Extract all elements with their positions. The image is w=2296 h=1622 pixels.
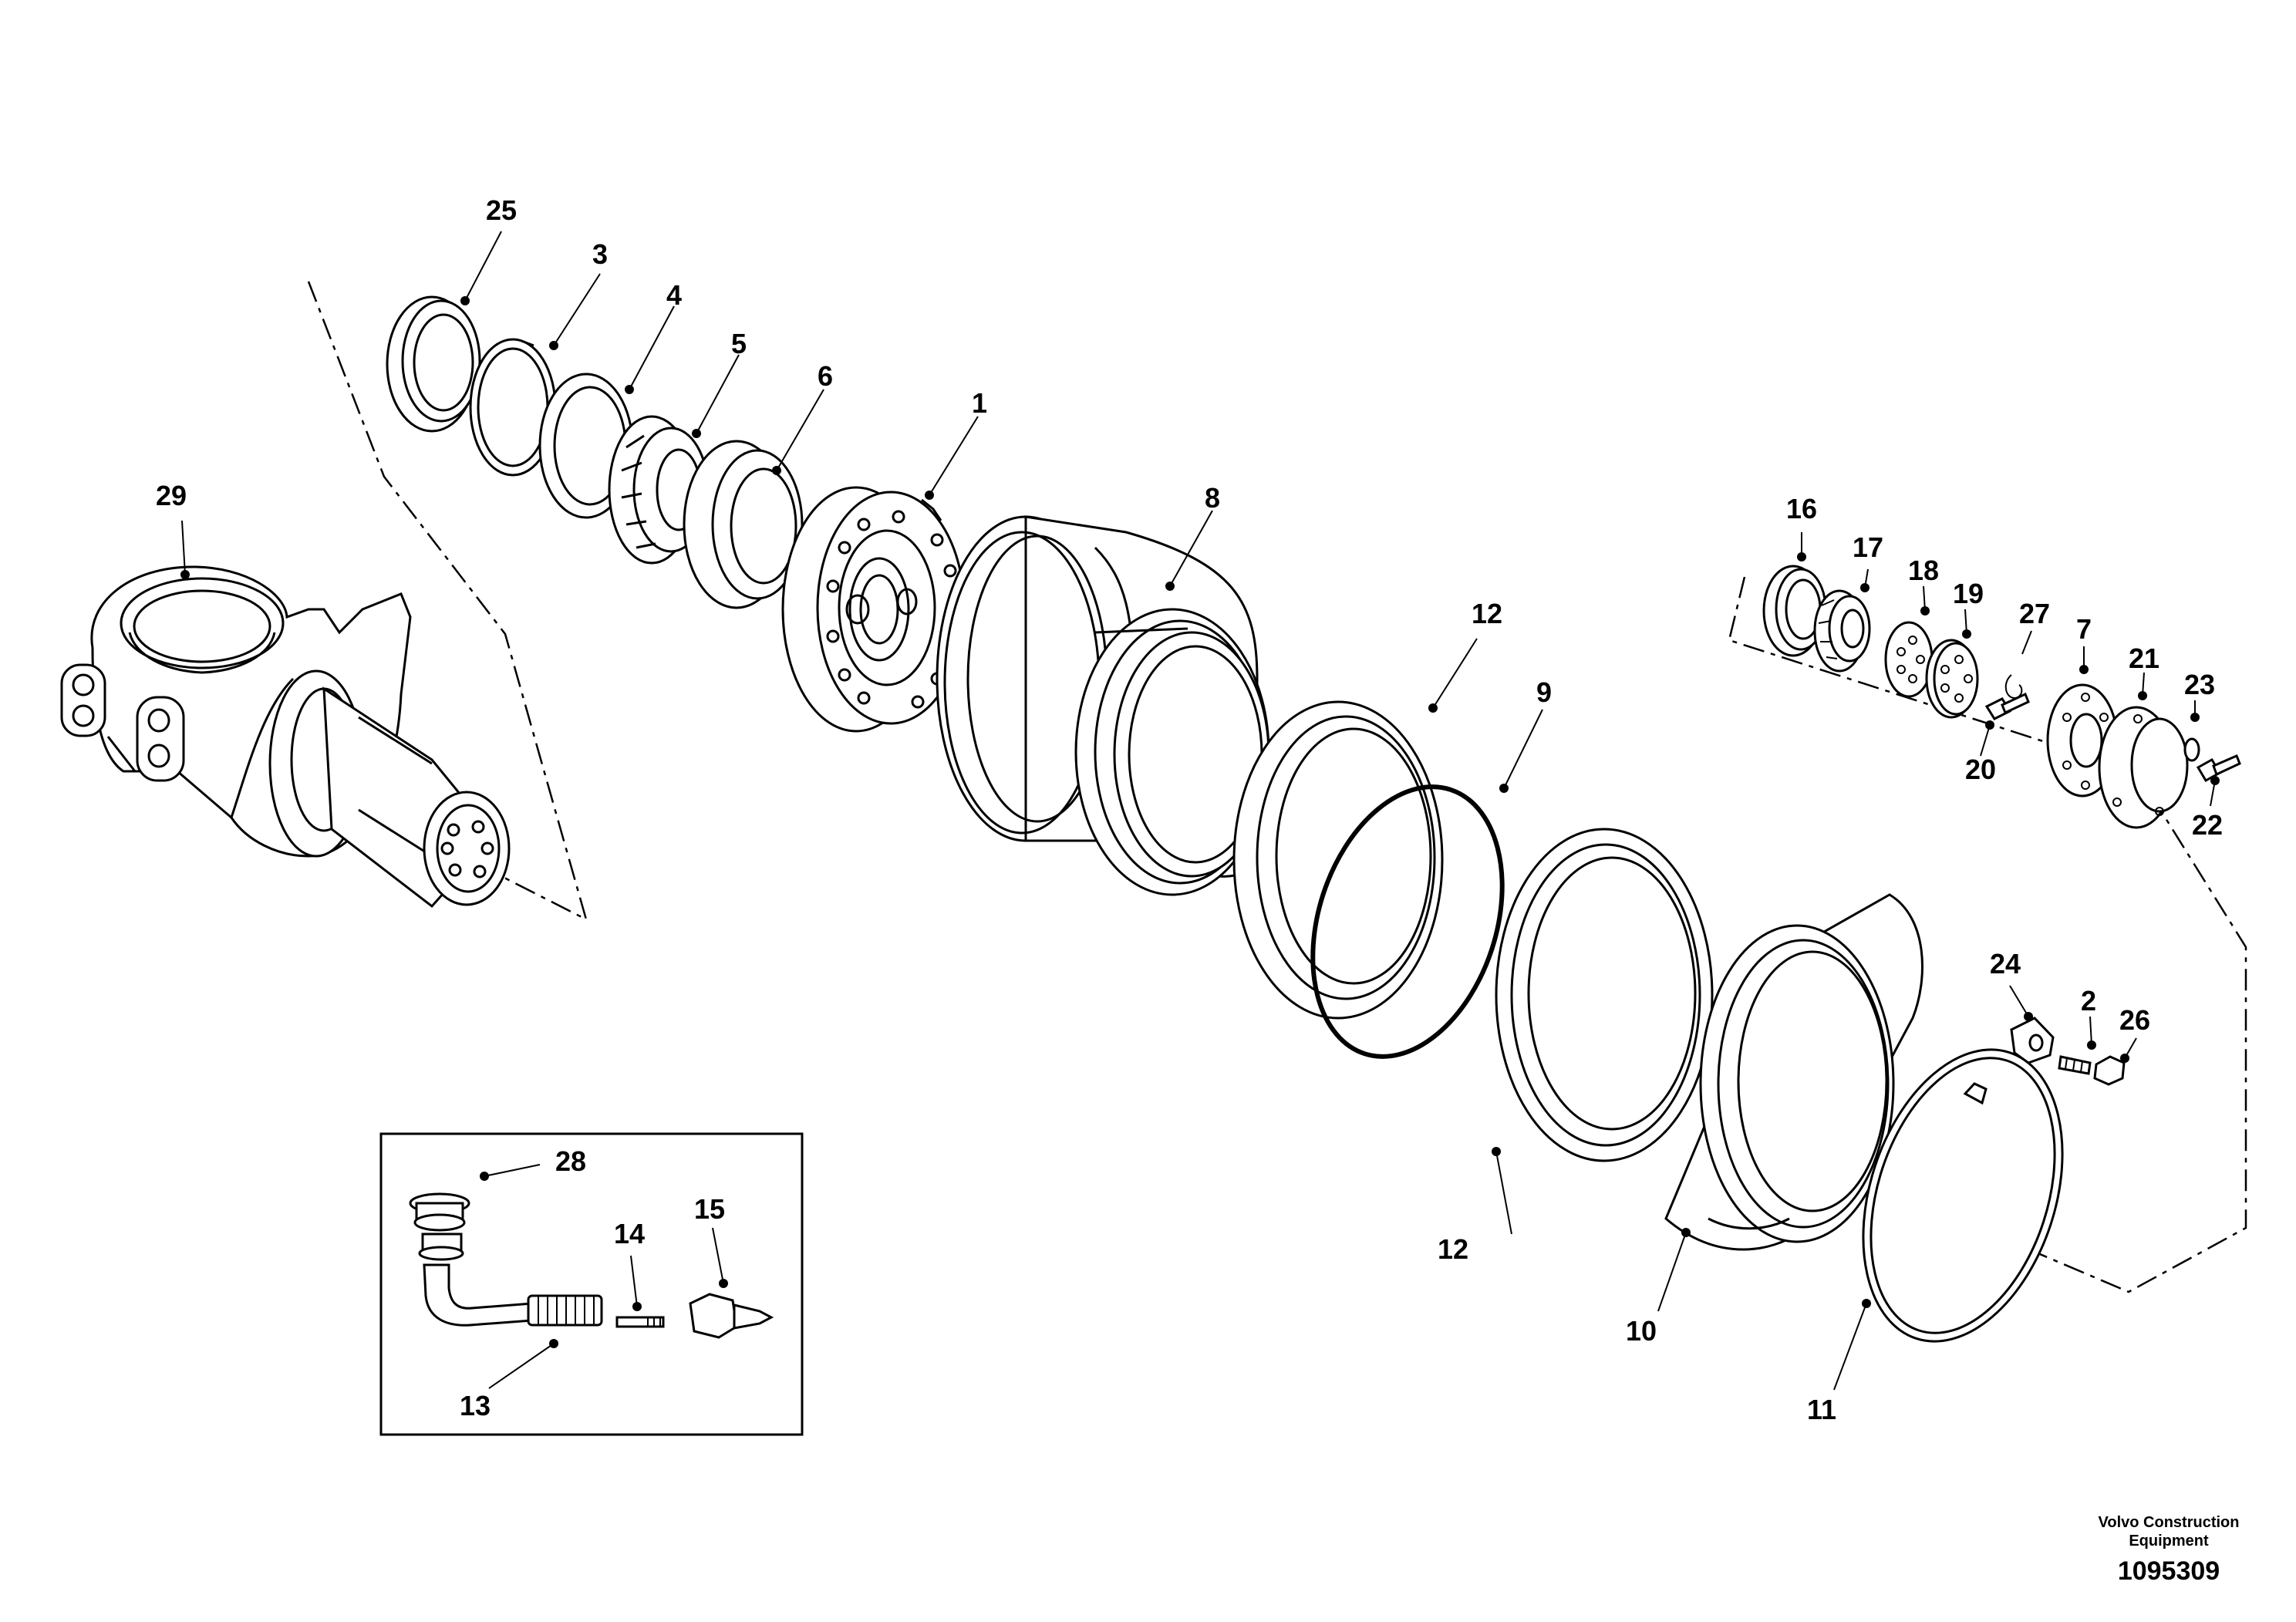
callout-3: 3 [592,238,608,270]
bolt-2-part [2058,1055,2092,1075]
callout-17: 17 [1853,531,1883,563]
bolt-20-part [1984,692,2030,720]
group-outline-left [307,281,588,922]
callout-26: 26 [2119,1004,2150,1036]
seal-ring-part [386,295,481,433]
callout-10: 10 [1626,1315,1657,1347]
drum-housing-part [936,515,1270,896]
callout-2: 2 [2081,985,2096,1017]
callout-8: 8 [1205,482,1220,514]
callout-11: 11 [1807,1394,1836,1425]
inset-box [379,1132,804,1436]
leader-lines [181,231,2216,1391]
ring-housing-part [1664,893,1923,1251]
bearing-cup-16-part [1762,565,1827,657]
grease-nipple-cap-part [689,1293,774,1339]
grease-nipple-pin-part [615,1316,665,1328]
callout-20: 20 [1965,754,1996,785]
callout-24: 24 [1990,948,2021,980]
shim-18-part [1884,621,1934,698]
lock-pin-27-part [2004,674,2023,700]
callout-4: 4 [666,279,682,311]
callout-1: 1 [972,387,987,419]
callout-labels: 25 3 4 5 6 1 8 12 9 29 16 17 18 19 27 7 … [156,194,2223,1425]
seal-ring-lower-part [1495,828,1714,1162]
callout-28: 28 [555,1145,586,1177]
leader-dots [180,296,2220,1348]
callout-12-lower: 12 [1438,1233,1468,1265]
callout-9: 9 [1536,676,1552,708]
callout-19: 19 [1953,578,1984,609]
steering-knuckle-part [60,565,511,909]
callout-16: 16 [1786,493,1817,524]
nut-26-part [2093,1055,2126,1086]
callout-5: 5 [731,328,747,359]
callout-14: 14 [614,1218,645,1249]
outer-bearing-cup-part [683,440,804,609]
group-outline-right [1728,576,2247,1293]
bolt-22-part [2196,754,2241,783]
callout-6: 6 [818,360,833,392]
roller-bearing-17-part [1813,589,1871,673]
callout-25: 25 [486,194,517,226]
drawing-number: 1095309 [2118,1556,2220,1586]
company-name-line1: Volvo Construction [2099,1514,2240,1531]
callout-21: 21 [2129,642,2159,674]
callout-12-upper: 12 [1472,598,1502,629]
callout-18: 18 [1908,555,1939,586]
callout-23: 23 [2184,669,2215,700]
o-ring-part [1310,784,1505,1059]
grease-fitting-elbow-part [409,1192,603,1327]
callout-22: 22 [2192,809,2223,841]
hub-flange-part [781,486,966,733]
company-name-line2: Equipment [2129,1533,2209,1549]
hub-cap-21-part [2098,706,2189,829]
callout-13: 13 [460,1390,491,1421]
clamp-24-part [2010,1017,2055,1064]
callout-29: 29 [156,480,187,511]
washer-23-part [2183,737,2200,762]
footer: Volvo Construction Equipment 1095309 [2099,1514,2240,1586]
shim-19-part [1925,639,1979,719]
callout-27: 27 [2019,598,2050,629]
callout-15: 15 [694,1193,725,1225]
callout-7: 7 [2076,613,2092,645]
retaining-band-part [1862,1048,2064,1343]
